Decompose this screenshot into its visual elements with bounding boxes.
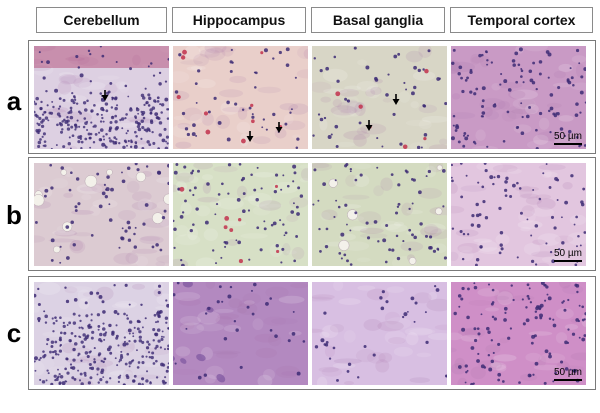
panel-a-basal-ganglia (312, 46, 447, 149)
panel-c-temporal-cortex: 50 µm (451, 282, 586, 385)
scale-bar-a: 50 µm (554, 132, 582, 145)
micrograph-a-cerebellum (34, 46, 169, 149)
micrograph-a-hippocampus (173, 46, 308, 149)
micrograph-c-basal-ganglia (312, 282, 447, 385)
arrow-icon (101, 90, 109, 101)
scale-bar-line-c (554, 379, 582, 381)
scale-bar-label-b: 50 µm (554, 248, 582, 259)
scale-bar-line-a (554, 143, 582, 145)
panel-b-hippocampus (173, 163, 308, 266)
micrograph-a-temporal-cortex (451, 46, 586, 149)
row-a: 50 µm (28, 40, 596, 154)
arrow-icon (365, 120, 373, 131)
micrograph-b-basal-ganglia (312, 163, 447, 266)
scale-bar-line-b (554, 260, 582, 262)
row-label-b: b (6, 200, 22, 230)
row-label-a: a (6, 86, 22, 116)
row-c: 50 µm (28, 276, 596, 390)
panel-b-basal-ganglia (312, 163, 447, 266)
micrograph-a-basal-ganglia (312, 46, 447, 149)
arrow-icon (392, 94, 400, 105)
micrograph-b-temporal-cortex (451, 163, 586, 266)
panel-c-hippocampus (173, 282, 308, 385)
panel-b-cerebellum (34, 163, 169, 266)
scale-bar-c: 50 µm (554, 368, 582, 381)
column-header-hippocampus: Hippocampus (172, 7, 306, 33)
micrograph-c-hippocampus (173, 282, 308, 385)
scale-bar-b: 50 µm (554, 249, 582, 262)
panel-c-basal-ganglia (312, 282, 447, 385)
panel-a-hippocampus (173, 46, 308, 149)
column-header-temporal-cortex: Temporal cortex (450, 7, 593, 33)
panel-a-cerebellum (34, 46, 169, 149)
micrograph-b-hippocampus (173, 163, 308, 266)
column-header-basal-ganglia: Basal ganglia (311, 7, 445, 33)
panel-b-temporal-cortex: 50 µm (451, 163, 586, 266)
micrograph-c-temporal-cortex (451, 282, 586, 385)
micrograph-b-cerebellum (34, 163, 169, 266)
column-header-cerebellum: Cerebellum (36, 7, 167, 33)
row-b: 50 µm (28, 157, 596, 271)
arrow-icon (246, 131, 254, 142)
arrow-icon (275, 122, 283, 133)
row-label-c: c (6, 318, 22, 348)
micrograph-c-cerebellum (34, 282, 169, 385)
panel-c-cerebellum (34, 282, 169, 385)
panel-a-temporal-cortex: 50 µm (451, 46, 586, 149)
scale-bar-label-a: 50 µm (554, 131, 582, 142)
scale-bar-label-c: 50 µm (554, 367, 582, 378)
